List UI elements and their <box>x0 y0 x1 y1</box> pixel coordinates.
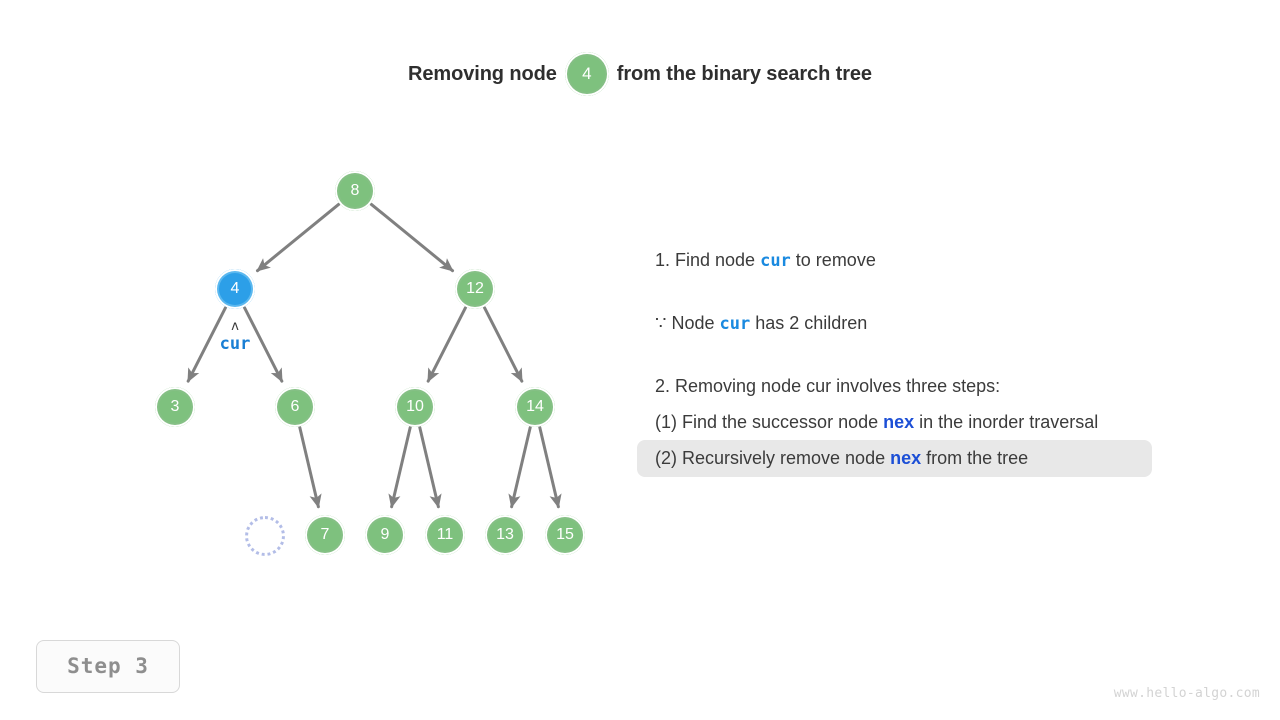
tree-node-3: 3 <box>155 387 195 427</box>
keyword-nex: nex <box>890 448 922 468</box>
desc-line-1: 1. Find node cur to remove <box>655 248 1255 273</box>
tree-edge <box>418 425 442 509</box>
tree-node-13: 13 <box>485 515 525 555</box>
desc-line-4-pre: (1) Find the successor node <box>655 412 884 432</box>
tree-edge <box>243 306 284 383</box>
tree-node-8: 8 <box>335 171 375 211</box>
tree-edge <box>508 425 532 509</box>
tree-edge <box>538 425 562 509</box>
title-suffix: from the binary search tree <box>616 62 872 85</box>
tree-node-7: 7 <box>305 515 345 555</box>
tree-edges <box>186 202 562 509</box>
step-badge: Step 3 <box>36 640 180 693</box>
cur-pointer-label: cur <box>219 334 251 354</box>
cur-pointer: ʌ cur <box>195 319 275 354</box>
tree-edge <box>369 202 455 273</box>
tree-edge <box>483 306 524 383</box>
keyword-cur: cur <box>760 251 791 271</box>
keyword-nex: nex <box>883 412 915 432</box>
desc-line-3: 2. Removing node cur involves three step… <box>655 376 1001 396</box>
title-node-badge: 4 <box>564 52 609 96</box>
desc-line-5-post: from the tree <box>921 448 1029 468</box>
tree-node-15: 15 <box>545 515 585 555</box>
desc-line-2: ∵ Node cur has 2 children <box>655 311 1255 336</box>
desc-line-1-pre: 1. Find node <box>655 250 761 270</box>
tree-edge <box>426 306 467 383</box>
desc-line-4-post: in the inorder traversal <box>914 412 1099 432</box>
desc-line-1-post: to remove <box>790 250 876 270</box>
tree-node-12: 12 <box>455 269 495 309</box>
description-panel: 1. Find node cur to remove ∵ Node cur ha… <box>637 248 1255 477</box>
tree-edge <box>255 202 341 273</box>
desc-line-5-pre: (2) Recursively remove node <box>655 448 891 468</box>
tree-node-14: 14 <box>515 387 555 427</box>
desc-spacer-2 <box>655 336 1255 374</box>
tree-node-10: 10 <box>395 387 435 427</box>
tree-node-6: 6 <box>275 387 315 427</box>
cur-caret-icon: ʌ <box>231 319 239 334</box>
desc-line-4: (1) Find the successor node nex in the i… <box>655 410 1255 434</box>
tree-node-empty <box>245 516 285 556</box>
tree-edge <box>298 425 322 509</box>
page-title: Removing node 4 from the binary search tre… <box>0 52 1280 96</box>
desc-line-5: (2) Recursively remove node nex from the… <box>637 440 1255 477</box>
watermark: www.hello-algo.com <box>1113 686 1260 701</box>
keyword-cur: cur <box>719 314 751 334</box>
desc-line-2-post: has 2 children <box>750 313 868 333</box>
title-prefix: Removing node <box>408 62 557 85</box>
desc-line-2-pre: ∵ Node <box>655 313 720 333</box>
desc-spacer-3 <box>655 398 1255 410</box>
desc-spacer-1 <box>655 273 1255 311</box>
tree-node-4: 4 <box>215 269 255 309</box>
tree-node-9: 9 <box>365 515 405 555</box>
tree-edge <box>186 306 227 383</box>
tree-node-11: 11 <box>425 515 465 555</box>
tree-edge <box>388 425 412 509</box>
